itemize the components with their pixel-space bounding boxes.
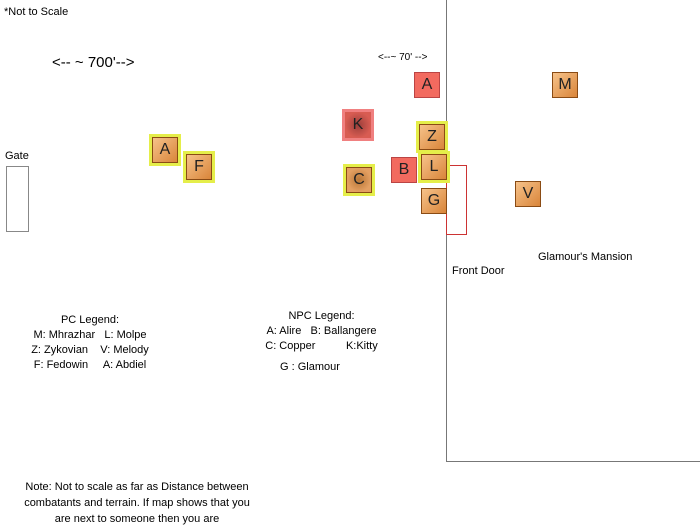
npc-token-alire[interactable]: A xyxy=(414,72,440,98)
scale-70ft: <--~ 70' --> xyxy=(378,52,428,63)
pc-token-molpe[interactable]: L xyxy=(418,151,450,183)
npc-token-kitty[interactable]: K xyxy=(342,109,374,141)
npc-legend-title: NPC Legend: xyxy=(288,310,355,322)
pc-legend-line: F: Fedowin A: Abdiel xyxy=(33,359,147,371)
pc-token-fedowin[interactable]: F xyxy=(183,151,215,183)
npc-legend: NPC Legend: A: Alire B: Ballangere C: Co… xyxy=(254,309,389,354)
pc-token-melody[interactable]: V xyxy=(515,181,541,207)
front-door-label: Front Door xyxy=(452,265,505,277)
npc-token-copper[interactable]: C xyxy=(343,164,375,196)
npc-token-glamour[interactable]: G xyxy=(421,188,447,214)
pc-legend-title: PC Legend: xyxy=(60,314,120,326)
gate-label: Gate xyxy=(5,150,29,162)
scale-disclaimer-line: combatants and terrain. If map shows tha… xyxy=(24,497,250,509)
npc-legend-glamour: G : Glamour xyxy=(280,361,340,373)
pc-legend: PC Legend: M: Mhrazhar L: Molpe Z: Zykov… xyxy=(18,313,162,373)
pc-token-abdiel[interactable]: A xyxy=(149,134,181,166)
npc-legend-line: A: Alire B: Ballangere xyxy=(266,325,377,337)
pc-legend-line: M: Mhrazhar L: Molpe xyxy=(33,329,147,341)
pc-token-mhrazhar[interactable]: M xyxy=(552,72,578,98)
npc-token-ballangere[interactable]: B xyxy=(391,157,417,183)
pc-token-zykovian[interactable]: Z xyxy=(416,121,448,153)
scale-disclaimer-line: are next to someone then you are xyxy=(54,513,220,525)
not-to-scale-note: *Not to Scale xyxy=(4,6,69,18)
gate xyxy=(6,166,29,232)
front-door xyxy=(446,165,467,235)
mansion-wall-south xyxy=(446,461,700,462)
npc-legend-line: C: Copper K:Kitty xyxy=(265,340,378,352)
scale-disclaimer-line: Note: Not to scale as far as Distance be… xyxy=(25,481,249,493)
scale-700ft: <-- ~ 700'--> xyxy=(52,54,135,71)
mansion-label: Glamour's Mansion xyxy=(538,251,633,263)
pc-legend-line: Z: Zykovian V: Melody xyxy=(31,344,149,356)
scale-disclaimer: Note: Not to scale as far as Distance be… xyxy=(0,479,274,527)
